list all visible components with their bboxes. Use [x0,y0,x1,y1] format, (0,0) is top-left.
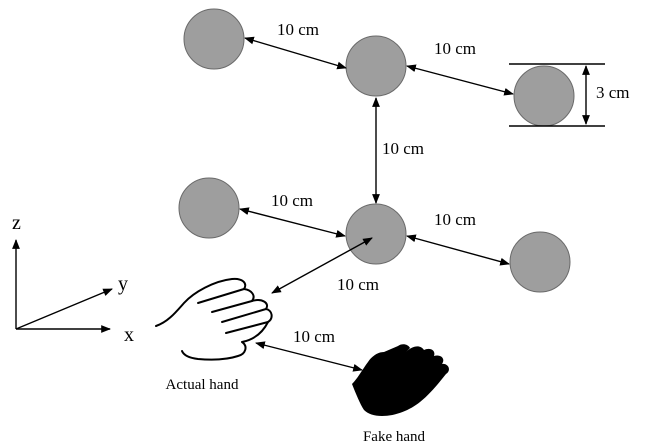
label-actual-hand: Actual hand [166,377,239,393]
coordinate-axes [12,239,113,333]
arrow-top-right [406,64,514,96]
arrow-bottom-left [239,207,346,238]
label-dist-top-right: 10 cm [434,39,476,58]
filled-hand-icon [352,344,449,416]
target-bottom-center [345,203,407,265]
label-dist-bottom-left: 10 cm [271,191,313,210]
diameter-marker [509,63,605,127]
distance-arrows [239,36,514,372]
label-dist-vertical: 10 cm [382,139,424,158]
axis-y-line [15,288,113,330]
label-axis-x: x [124,324,134,346]
label-dist-top-left: 10 cm [277,20,319,39]
target-bottom-left [178,177,240,239]
arrow-top-left [244,36,347,70]
label-axis-z: z [12,212,21,234]
target-top-right [513,65,575,127]
target-top-center [345,35,407,97]
target-bottom-right [509,231,571,293]
arrow-hands [255,341,363,372]
arrow-hand-target [271,237,373,294]
outline-hand-icon [155,277,273,361]
arrow-bottom-right [406,234,510,266]
label-fake-hand: Fake hand [363,429,426,445]
label-dist-hands: 10 cm [293,327,335,346]
target-top-left [183,8,245,70]
label-dist-hand-target: 10 cm [337,275,379,294]
label-diameter: 3 cm [596,83,630,102]
label-axis-y: y [118,273,128,295]
label-dist-bottom-right: 10 cm [434,210,476,229]
